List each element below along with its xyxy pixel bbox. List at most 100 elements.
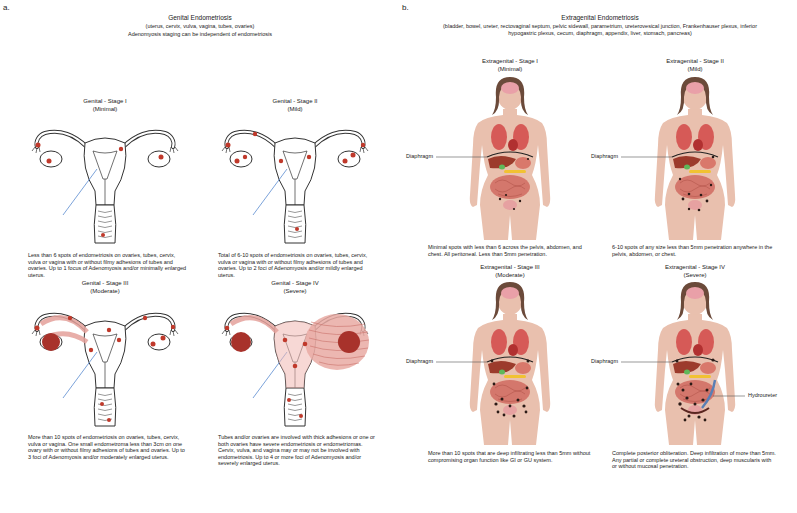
- illustration-part: [47, 159, 52, 164]
- illustration-part: [513, 415, 516, 418]
- illustration-part: [311, 322, 365, 327]
- illustration-part: [499, 198, 501, 200]
- illustration-part: [713, 396, 745, 397]
- illustration-part: [679, 156, 715, 212]
- body-stage-1: [470, 77, 550, 240]
- body-stage-3: [470, 282, 550, 445]
- illustration-part: [89, 348, 93, 352]
- anatomy-label: Diaphragm: [583, 153, 618, 160]
- illustration-part: [226, 143, 231, 148]
- illustration-part: [436, 157, 487, 158]
- illustration-part: [621, 362, 672, 363]
- uterus-stage-4: [222, 314, 369, 426]
- panel-letter: a.: [3, 3, 23, 13]
- stage-description: Tubes and/or ovaries are involved with t…: [218, 434, 378, 467]
- stage-description: More than 10 spots that are deep infiltr…: [428, 450, 593, 463]
- stage-grade: (Mild): [615, 66, 775, 73]
- body-stage-4: [655, 282, 735, 445]
- stage-heading: Extragenital - Stage III: [430, 264, 590, 271]
- uterus-stage-1: [32, 132, 178, 243]
- illustration-part: [253, 132, 257, 136]
- illustration-part: [68, 316, 72, 320]
- illustration-part: [677, 383, 680, 386]
- illustration-part: [517, 399, 520, 402]
- stage-grade: (Minimal): [430, 66, 590, 73]
- illustration-part: [307, 155, 311, 159]
- illustration-part: [36, 143, 164, 238]
- illustration-part: [491, 360, 530, 418]
- stage-heading: Extragenital - Stage I: [430, 58, 590, 65]
- illustration-part: [309, 322, 369, 365]
- panel-subheading: (bladder, bowel, ureter, rectovaginal se…: [430, 23, 770, 36]
- panel-heading: Extragenital Endometriosis: [460, 14, 740, 22]
- anatomy-label: Hydroureter: [748, 392, 793, 399]
- illustration-part: [303, 342, 308, 347]
- illustration-part: [685, 396, 688, 399]
- illustration-part: [32, 132, 178, 243]
- illustration-part: [309, 330, 368, 335]
- stage-heading: Extragenital - Stage IV: [615, 264, 775, 271]
- illustration-part: [519, 200, 521, 202]
- illustration-part: [526, 387, 529, 390]
- illustration-part: [688, 415, 691, 418]
- illustration-part: [701, 398, 704, 401]
- stage-description: Total of 6-10 spots of endometriosis on …: [218, 252, 378, 278]
- stage-grade: (Moderate): [25, 288, 185, 295]
- illustration-part: [279, 159, 283, 163]
- stage-description: Complete posterior obliteration. Deep in…: [612, 450, 777, 470]
- illustration-part: [522, 404, 525, 407]
- stage-grade: (Moderate): [430, 272, 590, 279]
- illustration-part: [704, 419, 707, 422]
- illustration-part: [235, 159, 240, 164]
- illustration-part: [694, 403, 697, 406]
- illustration-part: [706, 389, 709, 392]
- illustration-part: [161, 336, 166, 341]
- illustration-part: [700, 194, 703, 197]
- illustration-part: [682, 198, 685, 201]
- illustration-part: [497, 411, 500, 414]
- illustration-part: [702, 380, 715, 408]
- illustration-part: [319, 362, 359, 365]
- illustration-part: [287, 398, 291, 402]
- illustration-part: [222, 132, 368, 243]
- stage-grade: (Minimal): [25, 106, 185, 113]
- stage-heading: Genital - Stage IV: [215, 280, 375, 287]
- anatomy-label: Diaphragm: [398, 358, 433, 365]
- panel-note: Adenomyosis staging can be independent o…: [30, 31, 370, 38]
- illustration-part: [226, 132, 366, 231]
- illustration-part: [231, 318, 277, 332]
- illustration-part: [231, 318, 277, 332]
- illustration-part: [107, 328, 111, 332]
- illustration-part: [501, 398, 504, 401]
- illustration-part: [470, 282, 550, 445]
- illustration-part: [231, 332, 251, 352]
- illustration-part: [681, 408, 709, 413]
- panel-subheading: (uterus, cervix, vulva, vagina, tubes, o…: [50, 23, 350, 30]
- illustration-part: [710, 184, 712, 186]
- illustration-part: [361, 143, 365, 147]
- illustration-part: [436, 362, 487, 363]
- illustration-part: [32, 315, 178, 426]
- stage-description: More than 10 spots of endometriosis on o…: [28, 434, 188, 460]
- illustration-part: [243, 155, 247, 159]
- stage-heading: Genital - Stage I: [25, 98, 185, 105]
- illustration-part: [35, 316, 176, 422]
- anatomy-label: Diaphragm: [398, 153, 433, 160]
- illustration-part: [42, 333, 60, 351]
- illustration-part: [143, 316, 147, 320]
- stage-heading: Extragenital - Stage II: [615, 58, 775, 65]
- illustration-part: [151, 342, 156, 347]
- stage-grade: (Severe): [615, 272, 775, 279]
- illustration-part: [101, 233, 105, 237]
- illustration-part: [299, 414, 303, 418]
- panel-heading: Genital Endometriosis: [100, 14, 300, 22]
- uterus-stage-2: [222, 132, 368, 243]
- illustration-part: [509, 405, 512, 408]
- illustration-part: [513, 208, 515, 210]
- illustration-part: [621, 157, 672, 158]
- uterus-stage-3: [32, 315, 178, 426]
- illustration-part: [493, 383, 496, 386]
- illustration-part: [505, 194, 507, 196]
- illustration-part: [655, 77, 735, 240]
